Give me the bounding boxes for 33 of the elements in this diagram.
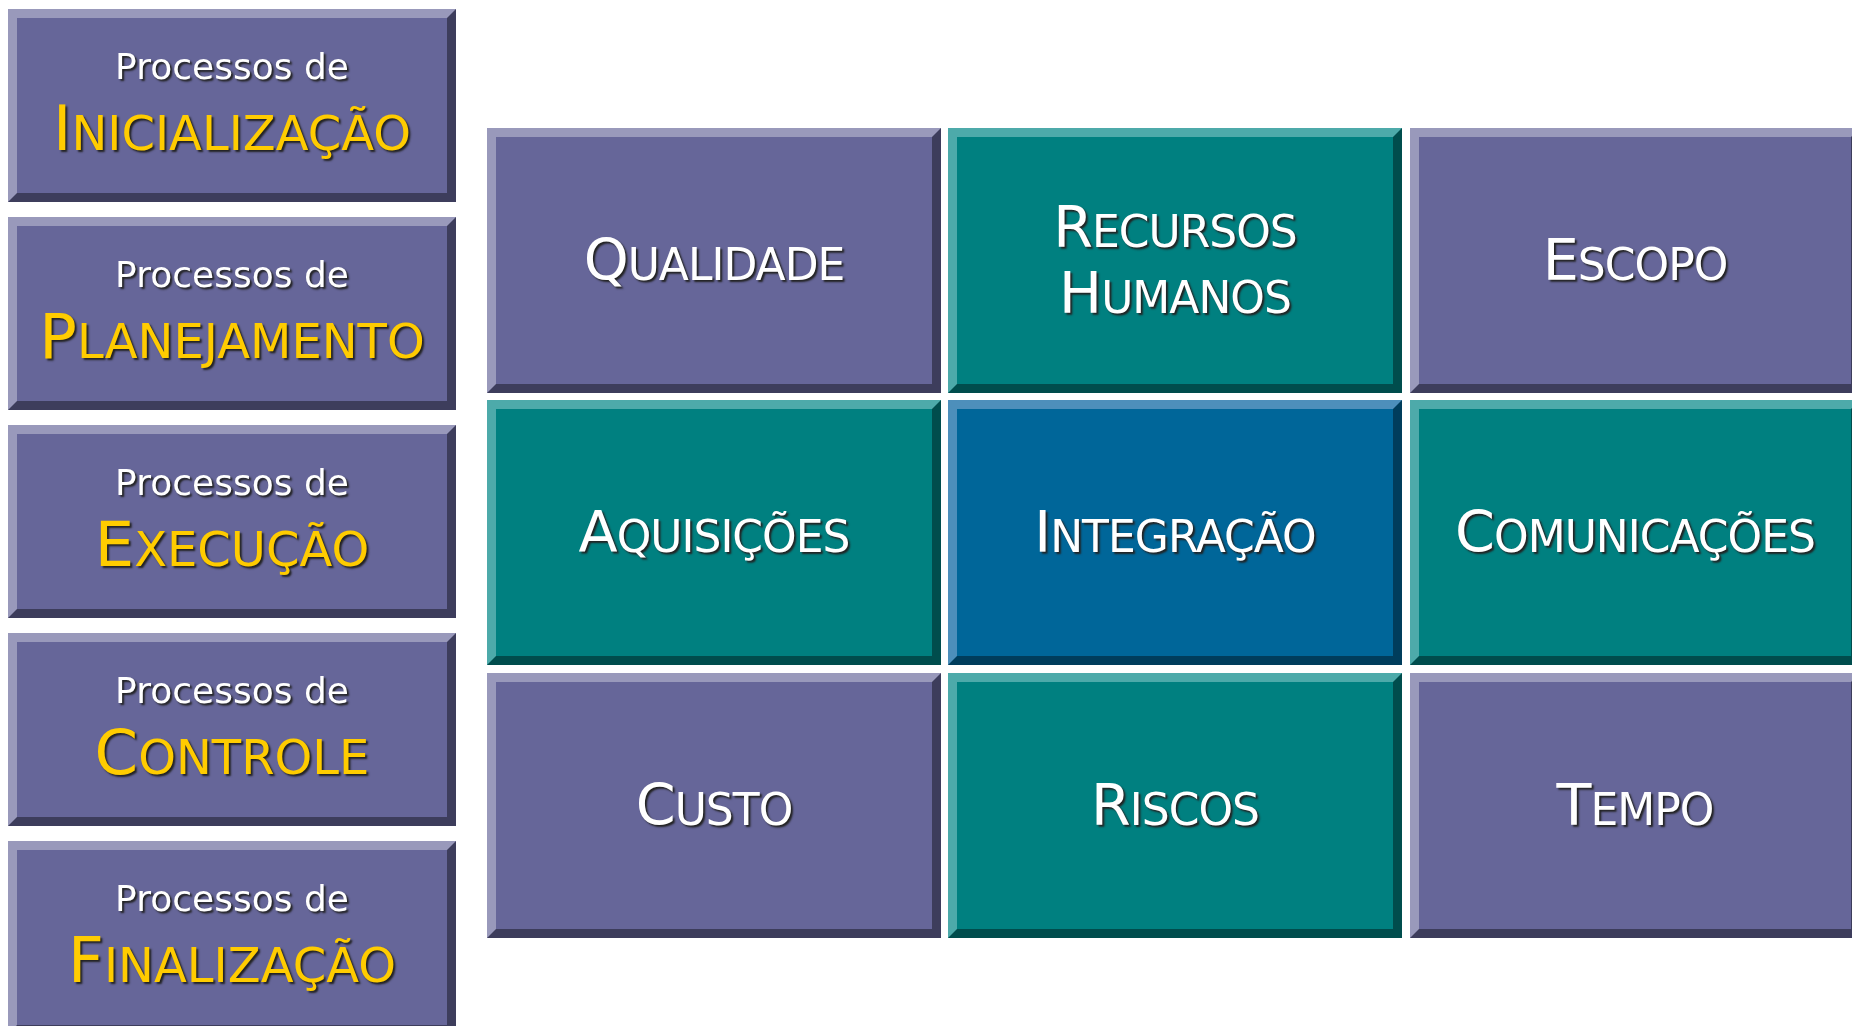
- box-title: CONTROLE: [94, 717, 370, 790]
- process-group-box: [8, 633, 456, 826]
- knowledge-area-box: [487, 400, 941, 665]
- knowledge-area-box: [948, 673, 1402, 938]
- process-group-box: [8, 425, 456, 618]
- box-title: INTEGRAÇÃO: [1033, 499, 1317, 566]
- box-title: ESCOPO: [1541, 227, 1729, 294]
- knowledge-area-box: [1410, 128, 1852, 393]
- box-title: INICIALIZAÇÃO: [52, 93, 411, 166]
- box-title: RISCOS: [1090, 772, 1260, 839]
- box-subtitle: Processos de: [115, 669, 349, 712]
- knowledge-area-box: [1410, 673, 1852, 938]
- box-subtitle: Processos de: [115, 877, 349, 920]
- knowledge-area-box: [487, 128, 941, 393]
- process-group-box: [8, 9, 456, 202]
- box-title: COMUNICAÇÕES: [1454, 499, 1816, 566]
- knowledge-area-box: [1410, 400, 1852, 665]
- box-title: TEMPO: [1555, 772, 1715, 839]
- knowledge-area-box: [948, 400, 1402, 665]
- box-subtitle: Processos de: [115, 461, 349, 504]
- knowledge-area-box: [948, 128, 1402, 393]
- box-title: CUSTO: [634, 772, 794, 839]
- box-title: EXECUÇÃO: [94, 509, 370, 582]
- box-title: PLANEJAMENTO: [39, 301, 425, 374]
- box-title: AQUISIÇÕES: [577, 499, 851, 566]
- box-title: RECURSOS HUMANOS: [1052, 194, 1298, 327]
- process-group-box: [8, 217, 456, 410]
- process-group-box: [8, 841, 456, 1026]
- knowledge-area-box: [487, 673, 941, 938]
- box-subtitle: Processos de: [115, 45, 349, 88]
- box-title: QUALIDADE: [582, 227, 846, 294]
- box-subtitle: Processos de: [115, 253, 349, 296]
- box-title: FINALIZAÇÃO: [68, 925, 396, 998]
